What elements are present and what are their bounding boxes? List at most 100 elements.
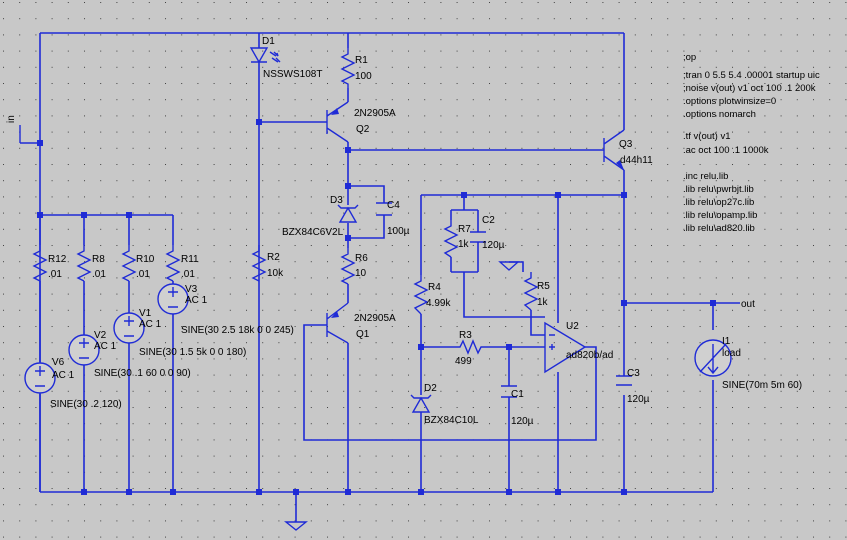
r12-ref: R12 <box>48 254 67 265</box>
directive-line[interactable]: .inc relu.lib <box>683 171 728 182</box>
resistor-r4[interactable] <box>413 275 429 315</box>
r7-value: 1k <box>458 239 470 250</box>
voltage-source-v2[interactable] <box>68 334 100 366</box>
i1-value: load <box>722 348 741 359</box>
signal-ground-symbol <box>498 261 520 271</box>
transistor-q2[interactable] <box>310 101 349 143</box>
v2-ac: AC 1 <box>94 341 117 352</box>
source-wires <box>39 215 174 492</box>
v6-ref: V6 <box>52 357 65 368</box>
q3-value: d44h11 <box>620 155 653 166</box>
net-label-in[interactable]: in <box>6 115 17 123</box>
capacitor-c1[interactable] <box>501 385 517 398</box>
led-d1[interactable] <box>249 47 281 64</box>
c3-value: 120µ <box>627 394 650 405</box>
resistor-r11[interactable] <box>165 245 181 282</box>
r3-value: 499 <box>455 356 472 367</box>
directive-line[interactable]: ;noise v(out) v1 oct 100 .1 200k <box>683 83 816 94</box>
opamp-u2[interactable] <box>544 321 587 374</box>
directive-line[interactable]: .options nomarch <box>683 109 756 120</box>
c4-ref: C4 <box>387 200 400 211</box>
d1-ref: D1 <box>262 36 275 47</box>
c2-value: 120µ <box>482 240 505 251</box>
q1-ref: Q1 <box>356 329 370 340</box>
resistor-r12[interactable] <box>32 245 48 282</box>
r4-ref: R4 <box>428 282 441 293</box>
directive-line[interactable]: .ac oct 100 .1 1000k <box>683 145 769 156</box>
r11-ref: R11 <box>181 254 199 265</box>
wires <box>20 32 740 522</box>
zener-d3[interactable] <box>337 204 359 223</box>
resistor-r6[interactable] <box>340 248 356 285</box>
resistor-r7[interactable] <box>443 220 459 258</box>
r7-ref: R7 <box>458 224 471 235</box>
r1-value: 100 <box>355 71 372 82</box>
resistor-r5[interactable] <box>523 272 539 311</box>
directive-line[interactable]: .lib relu\op27c.lib <box>683 197 754 208</box>
d3-ref: D3 <box>330 195 343 206</box>
r8-ref: R8 <box>92 254 105 265</box>
d3-value: BZX84C6V2L <box>282 227 344 238</box>
capacitor-c2[interactable] <box>470 231 486 243</box>
v3-ref: V3 <box>185 284 198 295</box>
d2-value: BZX84C10L <box>424 415 479 426</box>
directive-line[interactable]: .lib relu\pwrbjt.lib <box>683 184 754 195</box>
transistor-q3[interactable] <box>596 129 625 171</box>
directive-line[interactable]: .lib relu\ad820.lib <box>683 223 755 234</box>
resistor-r3[interactable] <box>456 339 483 355</box>
transistor-q1[interactable] <box>325 302 349 344</box>
v1-ref: V1 <box>139 308 152 319</box>
r5-ref: R5 <box>537 281 550 292</box>
capacitor-c4[interactable] <box>376 202 392 216</box>
spice-directives: ;op ;tran 0 5.5 5.4 .00001 startup uic ;… <box>683 52 820 234</box>
net-label-out[interactable]: out <box>741 299 755 310</box>
voltage-source-v3[interactable] <box>157 283 189 315</box>
c1-value: 120µ <box>511 416 534 427</box>
resistor-r8[interactable] <box>76 245 92 282</box>
r12-value: .01 <box>48 269 62 280</box>
r10-value: .01 <box>136 269 150 280</box>
v1-ac: AC 1 <box>139 319 162 330</box>
q1-value: 2N2905A <box>354 313 396 324</box>
u2-ref: U2 <box>566 321 579 332</box>
v2-ref: V2 <box>94 330 107 341</box>
v3-ac: AC 1 <box>185 295 208 306</box>
r11-value: .01 <box>181 269 195 280</box>
voltage-source-v6[interactable] <box>24 362 56 394</box>
directive-line[interactable]: .options plotwinsize=0 <box>683 96 776 107</box>
v6-value: SINE(30 .2 120) <box>50 399 122 410</box>
d2-ref: D2 <box>424 383 437 394</box>
i1-wave: SINE(70m 5m 60) <box>722 380 802 391</box>
r6-ref: R6 <box>355 253 368 264</box>
directive-line[interactable]: ;tran 0 5.5 5.4 .00001 startup uic <box>683 70 820 81</box>
capacitor-c3[interactable] <box>616 375 632 386</box>
d1-value: NSSWS108T <box>263 69 322 80</box>
current-source-i1[interactable] <box>694 339 732 377</box>
c3-ref: C3 <box>627 368 640 379</box>
directive-line[interactable]: ;op <box>683 52 696 63</box>
q2-ref: Q2 <box>356 124 370 135</box>
r2-value: 10k <box>267 268 284 279</box>
resistor-r10[interactable] <box>121 245 137 282</box>
voltage-source-v1[interactable] <box>113 312 145 344</box>
u2-value: ad820b/ad <box>566 350 613 361</box>
r2-ref: R2 <box>267 252 280 263</box>
directive-line[interactable]: .tf v(out) v1 <box>683 131 731 142</box>
resistor-r1[interactable] <box>340 48 356 88</box>
r10-ref: R10 <box>136 254 155 265</box>
v1-value: SINE(30 1.5 5k 0 0 180) <box>139 347 246 358</box>
v3-value: SINE(30 2.5 18k 0 0 245) <box>181 325 294 336</box>
resistor-r2[interactable] <box>251 245 267 282</box>
zener-d2[interactable] <box>410 394 432 413</box>
q2-value: 2N2905A <box>354 108 396 119</box>
c2-ref: C2 <box>482 215 495 226</box>
c4-value: 100µ <box>387 226 410 237</box>
v2-value: SINE(30 .1 60 0 0 90) <box>94 368 191 379</box>
r8-value: .01 <box>92 269 106 280</box>
c1-ref: C1 <box>511 389 524 400</box>
r5-value: 1k <box>537 297 549 308</box>
directive-line[interactable]: .lib relu\opamp.lib <box>683 210 757 221</box>
r4-value: 4.99k <box>426 298 451 309</box>
